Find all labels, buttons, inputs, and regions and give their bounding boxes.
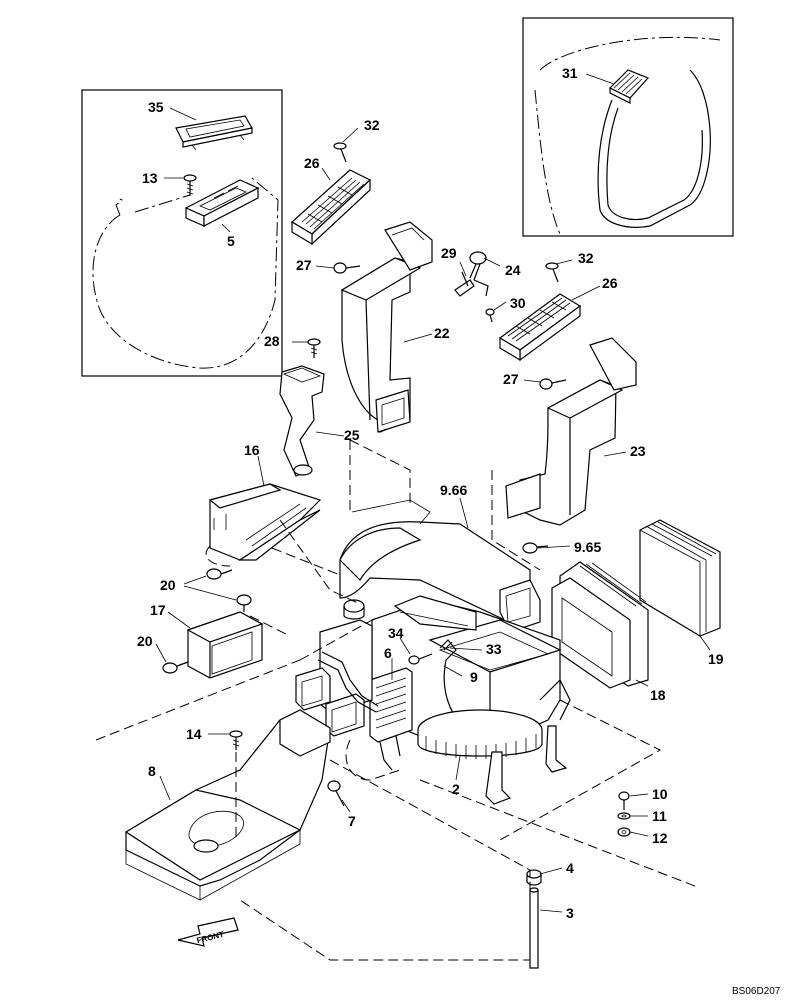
part-27b-screw xyxy=(539,378,567,390)
front-direction-arrow: FRONT xyxy=(177,917,239,947)
part-20a-clip xyxy=(206,568,233,580)
part-22-duct xyxy=(340,221,433,433)
part-19-filter xyxy=(639,519,721,637)
part-8-duct xyxy=(124,709,331,901)
callout-22: 22 xyxy=(434,325,450,341)
part-26b-grille xyxy=(498,293,582,362)
callout-17: 17 xyxy=(150,602,166,618)
callout-29: 29 xyxy=(441,245,457,261)
callout-9-65: 9.65 xyxy=(574,539,601,555)
callout-24: 24 xyxy=(505,262,521,278)
part-966-duct xyxy=(339,499,541,633)
part-18-filter-frame xyxy=(551,561,649,689)
callout-19: 19 xyxy=(708,651,724,667)
part-20b-clip xyxy=(236,594,252,612)
part-27a-screw xyxy=(333,262,361,274)
callout-5: 5 xyxy=(227,233,235,249)
part-28-screw xyxy=(307,338,321,358)
callout-23: 23 xyxy=(630,443,646,459)
callout-27-lower: 27 xyxy=(503,371,519,387)
part-3-drain-hose xyxy=(529,887,539,969)
evaporator-assembly xyxy=(295,599,379,737)
callout-8: 8 xyxy=(148,763,156,779)
callout-20-upper: 20 xyxy=(160,577,176,593)
part-32a-screw xyxy=(333,142,347,163)
leader-lines xyxy=(155,73,711,913)
callout-26-upper-right: 26 xyxy=(602,275,618,291)
inset-left xyxy=(81,89,283,377)
part-5-switch-panel xyxy=(184,179,260,227)
callout-18: 18 xyxy=(650,687,666,703)
part-10-bolt xyxy=(618,791,630,810)
drawing-code: BS06D207 xyxy=(732,986,781,997)
part-35-cover xyxy=(175,115,253,151)
callout-32-upper-left: 32 xyxy=(364,117,380,133)
callout-27-upper: 27 xyxy=(296,257,312,273)
callout-14: 14 xyxy=(186,726,202,742)
callout-26-upper-left: 26 xyxy=(304,155,320,171)
assembly-guide-lines xyxy=(95,439,701,961)
inset-right xyxy=(522,17,734,237)
part-14-screw xyxy=(229,730,243,750)
callout-6: 6 xyxy=(384,645,392,661)
part-17-outlet xyxy=(186,611,264,679)
part-6-heater-core xyxy=(369,667,413,771)
part-29-harness xyxy=(454,271,489,297)
part-25-duct xyxy=(279,365,325,477)
part-13-screw xyxy=(183,174,197,196)
callout-30: 30 xyxy=(510,295,526,311)
part-4-grommet xyxy=(526,869,542,886)
callout-9: 9 xyxy=(470,669,478,685)
part-2-blower xyxy=(417,678,571,805)
part-7-screw xyxy=(327,780,345,807)
callout-labels: 35 13 5 32 26 27 29 24 30 32 26 22 28 27… xyxy=(137,65,724,921)
part-11-washer xyxy=(617,812,631,820)
part-12-nut xyxy=(617,827,631,837)
callout-20-lower: 20 xyxy=(137,633,153,649)
part-16-duct xyxy=(208,483,322,561)
callout-32-upper-right: 32 xyxy=(578,250,594,266)
part-31-vent xyxy=(608,69,650,104)
part-32b-screw xyxy=(545,262,559,283)
callout-2: 2 xyxy=(452,781,460,797)
callout-4: 4 xyxy=(566,860,574,876)
callout-34: 34 xyxy=(388,625,404,641)
callout-13: 13 xyxy=(142,170,158,186)
callout-11: 11 xyxy=(652,808,667,824)
part-30-screw xyxy=(485,308,495,323)
callout-9-66: 9.66 xyxy=(440,482,467,498)
callout-35: 35 xyxy=(148,99,164,115)
callout-33: 33 xyxy=(486,641,502,657)
callout-25: 25 xyxy=(344,427,360,443)
callout-3: 3 xyxy=(566,905,574,921)
part-26a-grille xyxy=(290,169,372,246)
part-965-clip xyxy=(522,542,549,554)
part-34-screw xyxy=(408,653,433,665)
part-23-duct xyxy=(505,337,637,526)
callout-7: 7 xyxy=(348,813,356,829)
callout-12: 12 xyxy=(652,830,668,846)
part-24-sensor xyxy=(469,251,487,281)
callout-10: 10 xyxy=(652,786,668,802)
callout-28: 28 xyxy=(264,333,280,349)
part-20c-clip xyxy=(162,661,189,674)
callout-16: 16 xyxy=(244,442,260,458)
callout-31: 31 xyxy=(562,65,578,81)
